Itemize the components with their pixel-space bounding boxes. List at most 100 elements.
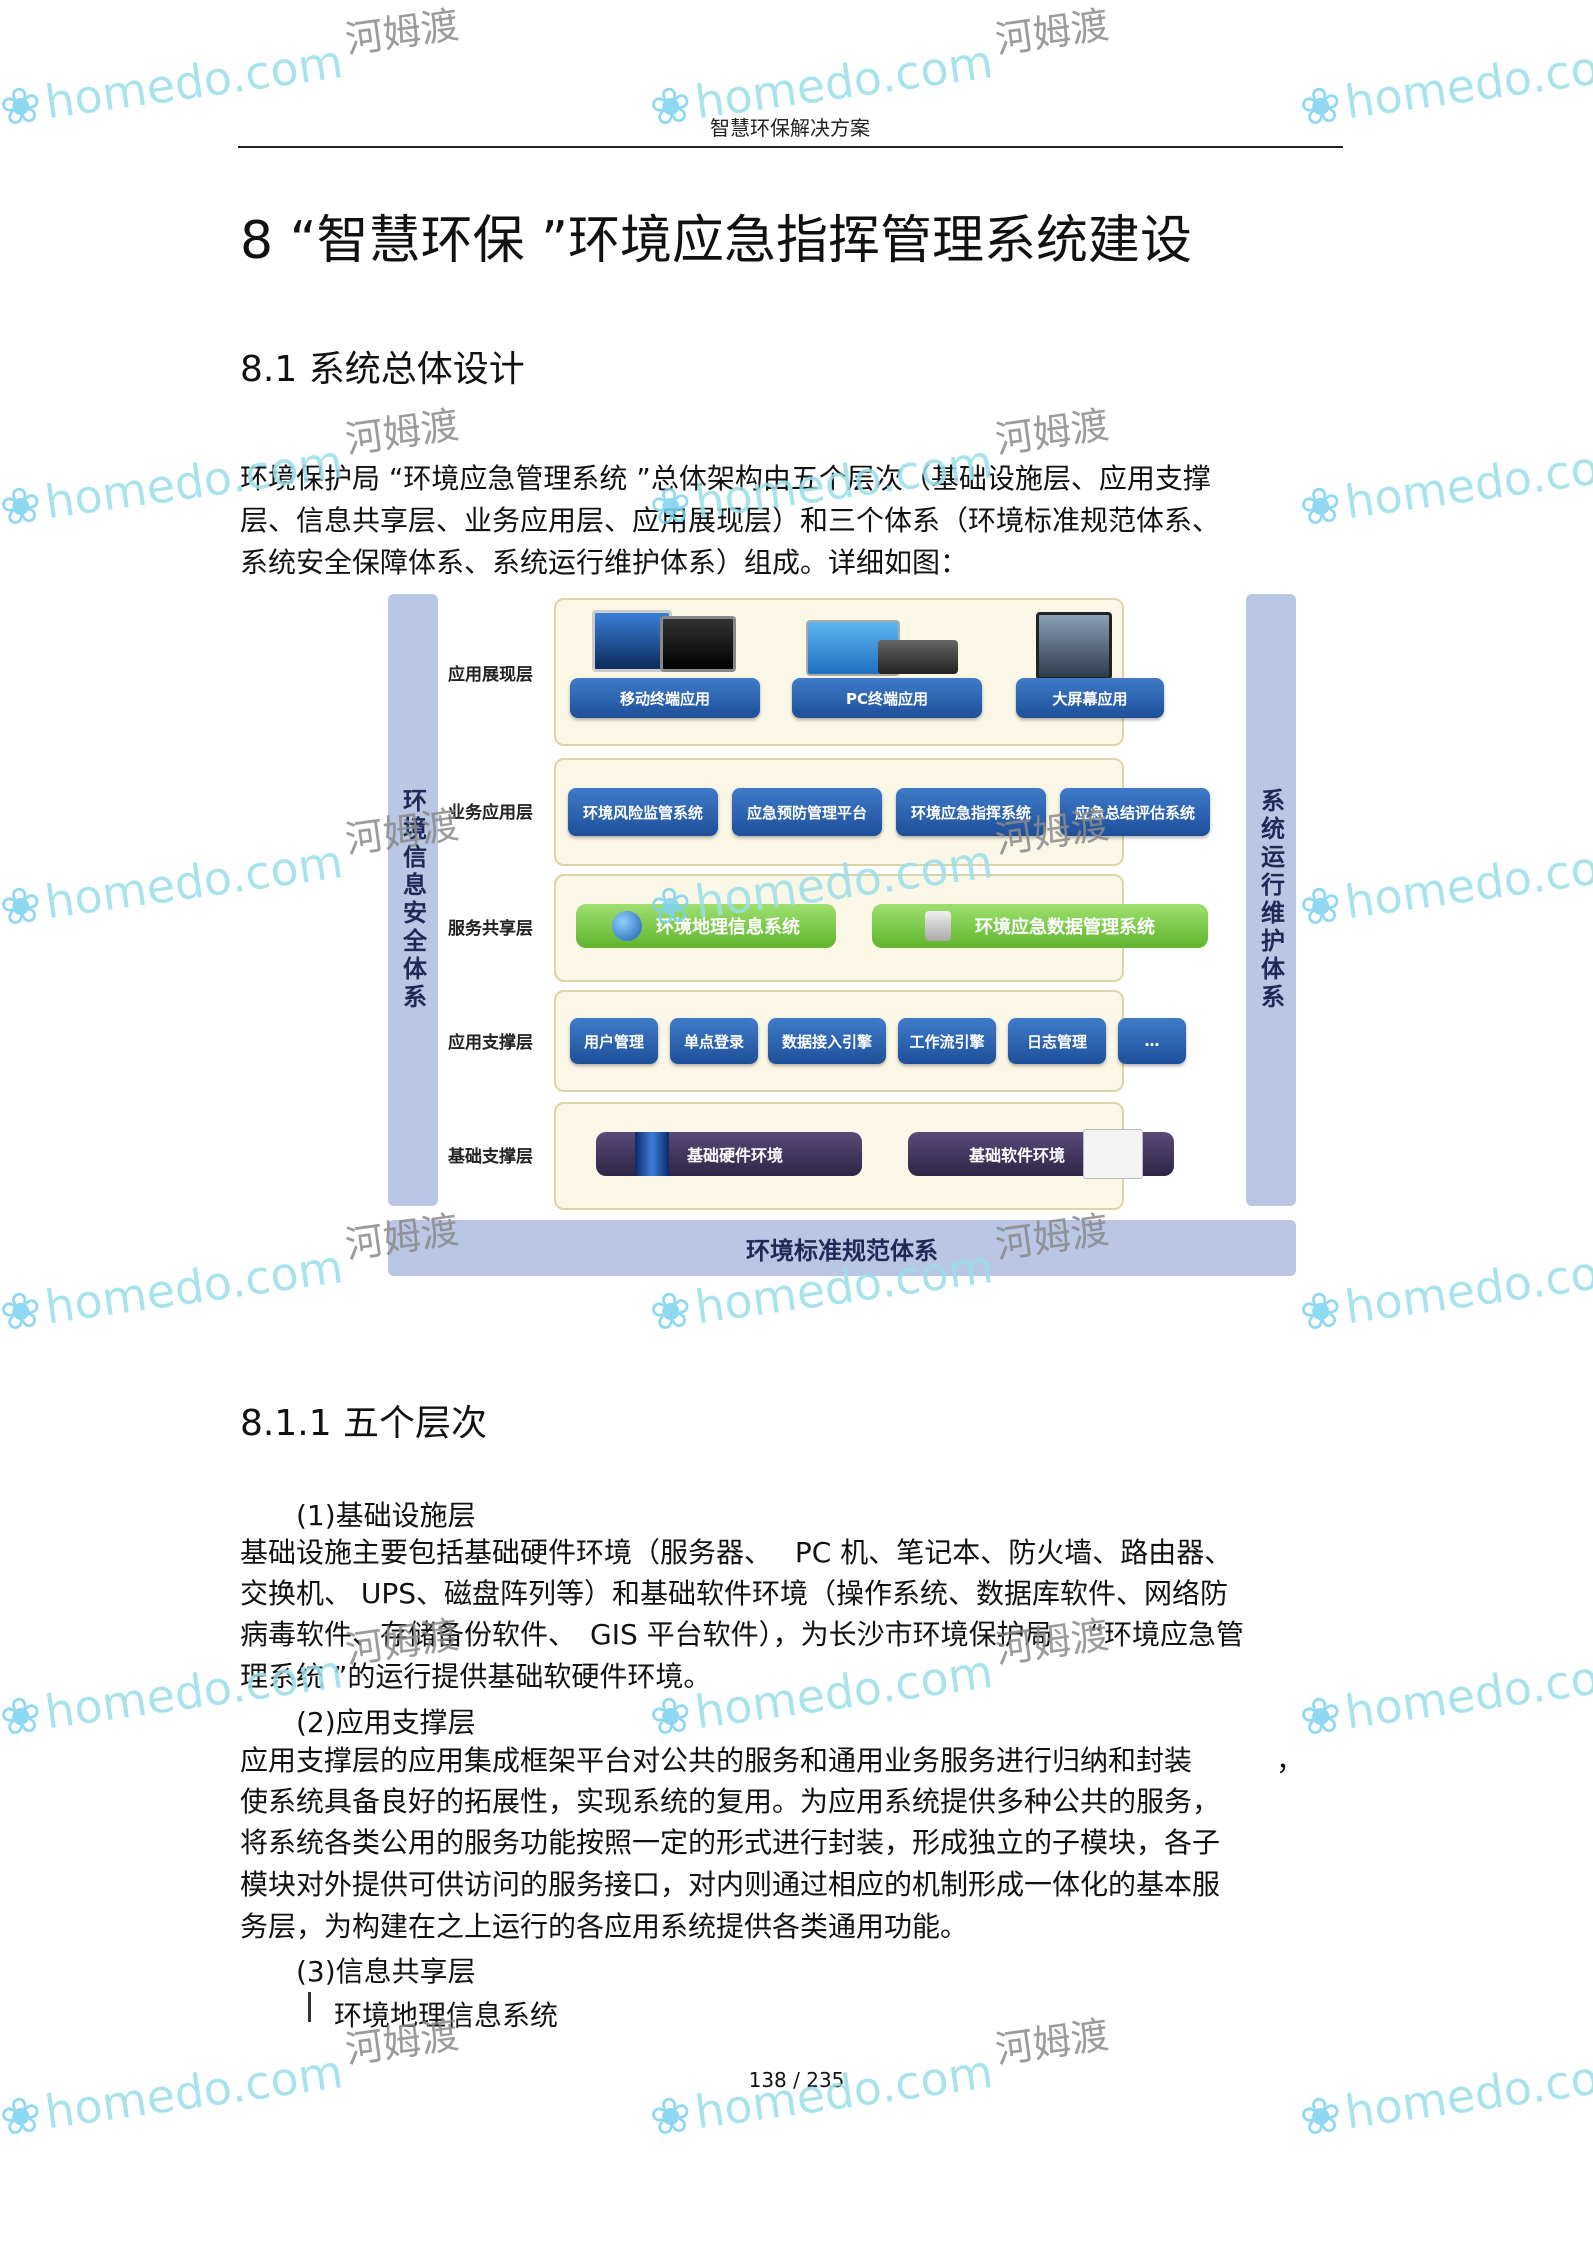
- watermark: ❀homedo.com: [1296, 32, 1593, 138]
- foundation-layer-label: 基础支撑层: [448, 1147, 533, 1167]
- hardware-environment: 基础硬件环境: [596, 1132, 862, 1176]
- business-layer: 环境风险监管系统 应急预防管理平台 环境应急指挥系统 应急总结评估系统: [554, 758, 1210, 866]
- sharing-layer-label: 服务共享层: [448, 919, 533, 939]
- globe-icon: [612, 911, 642, 941]
- watermark-han: 河姆渡: [992, 2012, 1112, 2072]
- support-layer-title: (2)应用支撑层: [296, 1706, 476, 1739]
- watermark-brand: homedo.com: [1341, 2044, 1593, 2140]
- mobile-device-icon: [660, 616, 736, 672]
- pc-terminal-app: PC终端应用: [792, 678, 982, 718]
- watermark-brand: homedo.com: [41, 2044, 347, 2140]
- maintenance-system-label: 系统运行维护体系: [1256, 788, 1285, 1012]
- log-management: 日志管理: [1008, 1018, 1106, 1064]
- standards-system-bar: 环境标准规范体系: [388, 1220, 1296, 1276]
- software-environment-label: 基础软件环境: [968, 1146, 1065, 1165]
- flower-logo-icon: ❀: [1295, 2084, 1346, 2148]
- page-number: 138 / 235: [748, 2068, 845, 2092]
- flower-logo-icon: ❀: [1295, 874, 1346, 938]
- infra-layer-title: (1)基础设施层: [296, 1499, 476, 1532]
- support-layer: 用户管理 单点登录 数据接入引擎 工作流引擎 日志管理 …: [554, 990, 1186, 1092]
- emergency-prevention-platform: 应急预防管理平台: [732, 788, 882, 836]
- server-rack-icon: [634, 1132, 669, 1176]
- single-sign-on: 单点登录: [670, 1018, 758, 1064]
- emergency-data-system-label: 环境应急数据管理系统: [975, 917, 1155, 938]
- laptop-icon: [878, 640, 958, 674]
- flower-logo-icon: ❀: [645, 74, 696, 138]
- large-screen-icon: [1036, 612, 1112, 680]
- support-text-4: 模块对外提供可供访问的服务接口，对内则通过相应的机制形成一体化的基本服: [240, 1868, 1221, 1901]
- flower-logo-icon: ❀: [645, 874, 696, 938]
- flower-logo-icon: ❀: [0, 1684, 46, 1748]
- support-text-2: 使系统具备良好的拓展性，实现系统的复用。为应用系统提供多种公共的服务，: [240, 1785, 1221, 1818]
- watermark-han: 河姆渡: [992, 2, 1112, 62]
- flower-logo-icon: ❀: [1295, 74, 1346, 138]
- support-layer-label: 应用支撑层: [448, 1033, 533, 1053]
- watermark-brand: homedo.com: [1341, 34, 1593, 130]
- intro-line-2: 层、信息共享层、业务应用层、应用展现层）和三个体系（环境标准规范体系、: [240, 504, 1221, 537]
- section-heading: 8.1 系统总体设计: [240, 349, 525, 390]
- user-management: 用户管理: [570, 1018, 658, 1064]
- hardware-environment-label: 基础硬件环境: [686, 1146, 783, 1165]
- mobile-terminal-app: 移动终端应用: [570, 678, 760, 718]
- support-text-5: 务层，为构建在之上运行的各应用系统提供各类通用功能。: [240, 1910, 969, 1943]
- flower-logo-icon: ❀: [0, 474, 46, 538]
- watermark-han: 河姆渡: [342, 802, 462, 862]
- geo-info-system-label: 环境地理信息系统: [656, 917, 800, 938]
- watermark-brand: homedo.com: [691, 2044, 997, 2140]
- flower-logo-icon: ❀: [0, 74, 46, 138]
- geo-info-system: 环境地理信息系统: [576, 904, 836, 948]
- subsection-heading: 8.1.1 五个层次: [240, 1403, 488, 1444]
- flower-logo-icon: ❀: [645, 1279, 696, 1343]
- watermark-brand: homedo.com: [1341, 1644, 1593, 1740]
- flower-logo-icon: ❀: [0, 2084, 46, 2148]
- flower-logo-icon: ❀: [1295, 1684, 1346, 1748]
- infra-text-2: 交换机、 UPS、磁盘阵列等）和基础软件环境（操作系统、数据库软件、网络防: [240, 1577, 1229, 1610]
- business-layer-label: 业务应用层: [448, 803, 533, 823]
- flower-logo-icon: ❀: [1295, 1279, 1346, 1343]
- watermark-brand: homedo.com: [41, 834, 347, 930]
- header-rule: [238, 146, 1343, 148]
- flower-logo-icon: ❀: [645, 2084, 696, 2148]
- support-text-3: 将系统各类公用的服务功能按照一定的形式进行封装，形成独立的子模块，各子: [240, 1826, 1221, 1859]
- infra-text-4: 理系统 ”的运行提供基础软硬件环境。: [240, 1660, 712, 1693]
- more-modules: …: [1118, 1018, 1186, 1064]
- flower-logo-icon: ❀: [0, 874, 46, 938]
- bullet-geo-system: 环境地理信息系统: [334, 1999, 559, 2032]
- flower-logo-icon: ❀: [645, 474, 696, 538]
- database-icon: [925, 911, 951, 941]
- workflow-engine: 工作流引擎: [898, 1018, 996, 1064]
- watermark: ❀homedo.com: [1296, 1237, 1593, 1343]
- bullet-marker: [308, 1992, 311, 2022]
- watermark-han: 河姆渡: [342, 1207, 462, 1267]
- intro-line-3: 系统安全保障体系、系统运行维护体系）组成。详细如图：: [240, 546, 969, 579]
- watermark: ❀homedo.com: [1296, 832, 1593, 938]
- running-header: 智慧环保解决方案: [710, 116, 870, 140]
- large-screen-app: 大屏幕应用: [1016, 678, 1164, 718]
- emergency-data-system: 环境应急数据管理系统: [872, 904, 1208, 948]
- flower-logo-icon: ❀: [645, 1684, 696, 1748]
- presentation-layer-label: 应用展现层: [448, 665, 533, 685]
- watermark-brand: homedo.com: [1341, 434, 1593, 530]
- software-icons-panel: [1083, 1129, 1143, 1179]
- security-system-bar: 环境信息安全体系: [388, 594, 438, 1206]
- flower-logo-icon: ❀: [1295, 474, 1346, 538]
- watermark: ❀homedo.com: [1296, 2042, 1593, 2148]
- watermark-han: 河姆渡: [992, 402, 1112, 462]
- intro-line-1: 环境保护局 “环境应急管理系统 ”总体架构由五个层次（基础设施层、应用支撑: [240, 462, 1211, 495]
- infra-text-1: 基础设施主要包括基础硬件环境（服务器、 PC 机、笔记本、防火墙、路由器、: [240, 1536, 1233, 1569]
- risk-supervision-system: 环境风险监管系统: [568, 788, 718, 836]
- support-text-1: 应用支撑层的应用集成框架平台对公共的服务和通用业务服务进行归纳和封装 ，: [240, 1744, 1305, 1777]
- sharing-layer-title: (3)信息共享层: [296, 1955, 476, 1988]
- flower-logo-icon: ❀: [0, 1279, 46, 1343]
- software-environment: 基础软件环境: [908, 1129, 1174, 1179]
- architecture-diagram: 环境信息安全体系 系统运行维护体系 环境标准规范体系 应用展现层 移动终端应用 …: [388, 594, 1296, 1276]
- watermark-brand: homedo.com: [41, 1239, 347, 1335]
- foundation-layer: 基础硬件环境 基础软件环境: [554, 1102, 1174, 1210]
- presentation-layer: 移动终端应用 PC终端应用 大屏幕应用: [554, 598, 1164, 746]
- watermark-brand: homedo.com: [1341, 834, 1593, 930]
- sharing-layer: 环境地理信息系统 环境应急数据管理系统: [554, 874, 1208, 982]
- maintenance-system-bar: 系统运行维护体系: [1246, 594, 1296, 1206]
